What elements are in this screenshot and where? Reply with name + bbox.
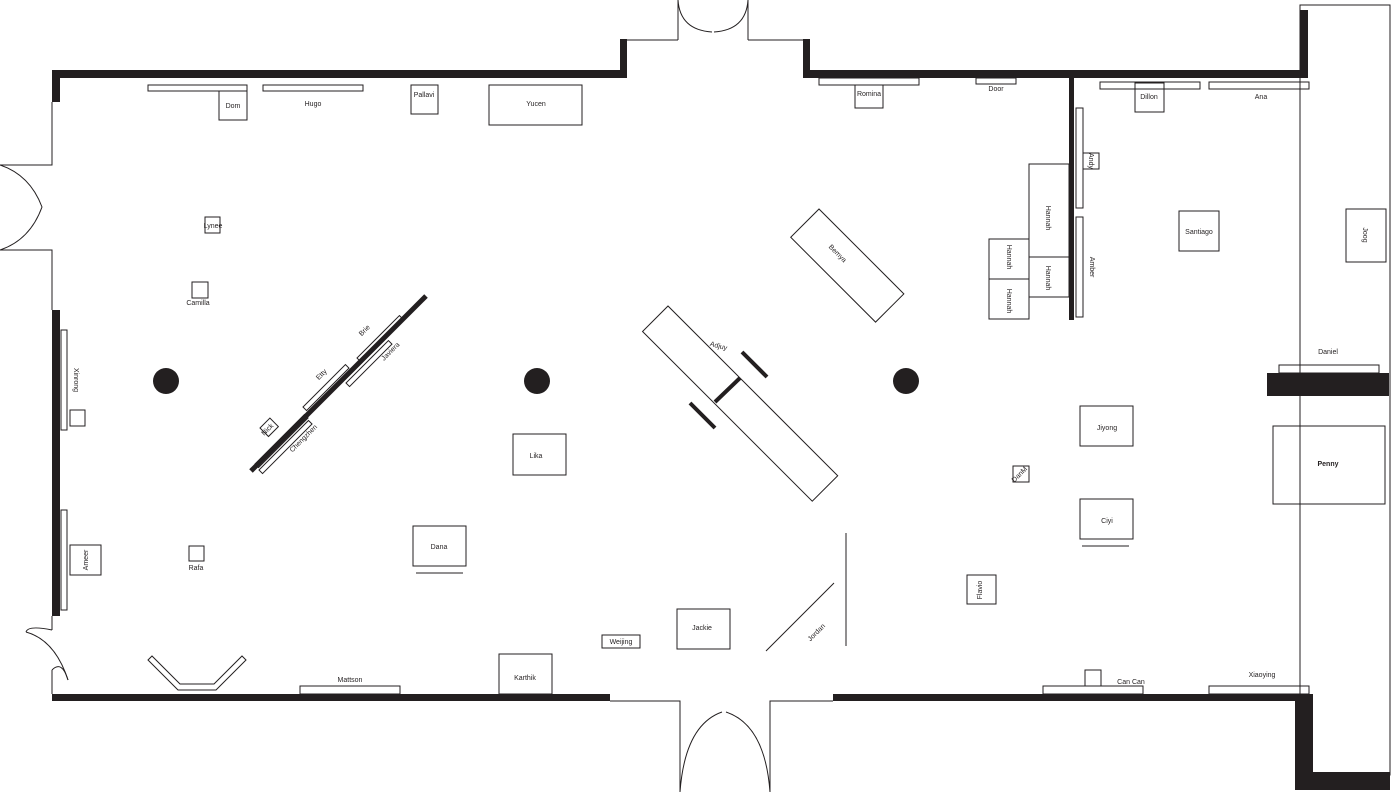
label-mattson: Mattson (338, 677, 363, 684)
desk-yucen[interactable]: Yucen (488, 84, 583, 126)
label-santiago: Santiago (1185, 229, 1213, 236)
shelf-amber[interactable]: Amber (1075, 216, 1095, 318)
shelf-xiaoying[interactable]: Xiaoying (1208, 672, 1310, 695)
label-ameer: Ameer (83, 549, 90, 570)
desk-lynee[interactable]: Lynee (204, 216, 223, 234)
label-joog: Joog (1361, 227, 1368, 242)
column (524, 368, 550, 394)
label-hannah: Hannah (1044, 266, 1051, 291)
label-xiaoying: Xiaoying (1249, 672, 1276, 679)
label-romina: Romina (857, 91, 881, 98)
label-dom: Dom (226, 103, 241, 110)
hannah-tables[interactable]: Hannah Hannah Hannah Hannah (988, 163, 1070, 320)
label-hugo: Hugo (305, 101, 322, 108)
label-weijing: Weijing (610, 639, 633, 646)
desk-dom[interactable]: Dom (218, 90, 248, 121)
corner-counter[interactable] (147, 655, 247, 691)
label-karthik: Karthik (514, 675, 536, 682)
table-adjuy[interactable]: Adjuy (641, 305, 839, 502)
desk-ciyi[interactable]: Ciyi (1079, 498, 1134, 547)
label-jiyong: Jiyong (1097, 425, 1117, 432)
desk-dana[interactable]: Dana (412, 525, 467, 574)
column (153, 368, 179, 394)
label-hannah: Hannah (1005, 289, 1012, 314)
label-jordan: Jordan (807, 623, 827, 643)
shelf-dillon[interactable]: Dillon (1099, 81, 1201, 113)
shelf-mattson[interactable]: Mattson (299, 677, 401, 695)
label-bemya: Bemya (827, 244, 847, 264)
label-penny: Penny (1317, 461, 1338, 468)
shelf-romina[interactable]: Romina (818, 77, 920, 109)
label-pallavi: Pallavi (414, 92, 435, 99)
shelf-andy[interactable]: Andy (1075, 107, 1100, 209)
label-danm: DanM (1011, 466, 1029, 484)
label-andy: Andy (1087, 153, 1094, 169)
label-camilla: Camilla (186, 300, 209, 307)
label-rafa: Rafa (189, 565, 204, 572)
shelf-cancan[interactable]: Can Can (1042, 669, 1145, 695)
column (893, 368, 919, 394)
door-bottom[interactable] (679, 711, 771, 792)
door-top[interactable] (677, 0, 749, 40)
desk-weijing[interactable]: Weijing (601, 634, 641, 649)
label-dana: Dana (431, 544, 448, 551)
door-left[interactable] (0, 164, 43, 251)
label-amber: Amber (1088, 257, 1095, 278)
shelf-ameer[interactable]: Ameer (60, 509, 102, 611)
label-ana: Ana (1255, 94, 1268, 101)
door-bottom-left[interactable] (25, 627, 69, 681)
label-daniel: Daniel (1318, 349, 1338, 356)
walls (0, 4, 1391, 790)
desk-danm[interactable]: DanM (1011, 465, 1030, 484)
desk-jackie[interactable]: Jackie (676, 608, 731, 650)
label-brie: Brie (358, 324, 372, 338)
desk-rafa[interactable]: Rafa (188, 545, 205, 572)
label-door: Door (988, 86, 1004, 93)
desk-lika[interactable]: Lika (512, 433, 567, 476)
desk-pallavi[interactable]: Pallavi (410, 84, 439, 115)
label-xinrong: Xinrong (72, 368, 79, 392)
desk-santiago[interactable]: Santiago (1178, 210, 1220, 252)
desk-joog[interactable]: Joog (1345, 208, 1387, 263)
label-yucen: Yucen (526, 101, 546, 108)
label-adjuy: Adjuy (709, 341, 728, 352)
counter-daniel[interactable]: Daniel (1267, 349, 1389, 396)
shelf-xinrong[interactable]: Xinrong (60, 329, 86, 431)
desk-jiyong[interactable]: Jiyong (1079, 405, 1134, 447)
label-lika: Lika (530, 453, 543, 460)
desk-flavio[interactable]: Flavio (966, 574, 997, 605)
desk-karthik[interactable]: Karthik (498, 653, 553, 695)
desk-camilla[interactable]: Camilla (186, 281, 210, 307)
label-lynee: Lynee (204, 223, 223, 230)
label-cancan: Can Can (1117, 679, 1145, 686)
label-hannah: Hannah (1044, 206, 1051, 231)
partition-jordan: Jordan (765, 533, 847, 652)
label-etty: Etty (315, 368, 329, 382)
label-jackie: Jackie (692, 625, 712, 632)
table-bemya[interactable]: Bemya (790, 208, 905, 323)
label-hannah: Hannah (1005, 245, 1012, 270)
label-flavio: Flavio (977, 581, 984, 600)
door-marker[interactable]: Door (975, 77, 1017, 93)
desk-penny[interactable]: Penny (1272, 425, 1386, 505)
diagonal-displays[interactable] (254, 314, 404, 475)
label-ciyi: Ciyi (1101, 518, 1113, 525)
label-dillon: Dillon (1140, 94, 1158, 101)
shelf-ana[interactable]: Ana (1208, 81, 1310, 101)
